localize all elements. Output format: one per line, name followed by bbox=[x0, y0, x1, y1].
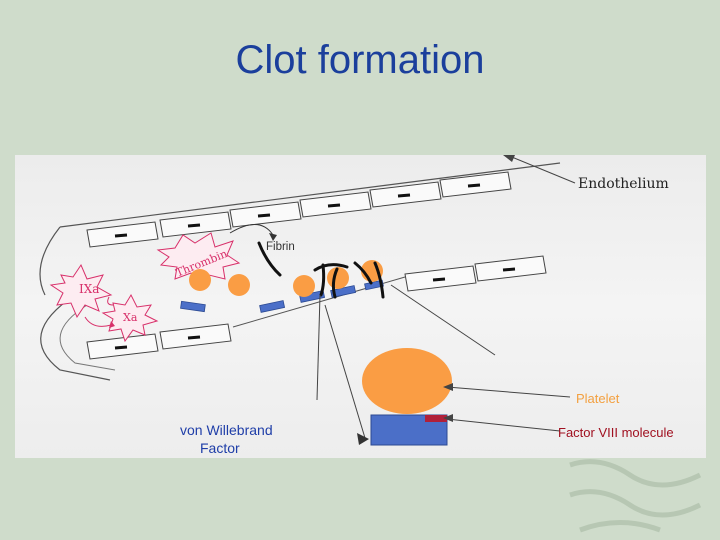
factor8-block bbox=[425, 415, 447, 422]
endothelium-pointer-line bbox=[506, 154, 576, 184]
thrombin-burst bbox=[156, 232, 241, 288]
vwf-bars-vessel bbox=[180, 279, 384, 313]
vessel-upper-curve bbox=[39, 226, 61, 296]
ixa-burst bbox=[49, 263, 113, 319]
vessel-illustration: Thrombin IXa Xa bbox=[39, 154, 576, 446]
background-ornament bbox=[569, 459, 702, 533]
ixa-label: IXa bbox=[79, 282, 99, 296]
vwf-label-line2: Factor bbox=[200, 440, 240, 456]
vwf-label: von Willebrand Factor bbox=[180, 421, 273, 457]
endothelial-nuclei-upper bbox=[114, 183, 481, 238]
factor8-label: Factor VIII molecule bbox=[558, 425, 674, 440]
endothelial-nuclei-lower bbox=[114, 267, 516, 350]
platelet-label: Platelet bbox=[576, 391, 620, 406]
xa-curve-arrow bbox=[107, 296, 114, 306]
fibrin-strands bbox=[257, 241, 385, 299]
fibrin-label: Fibrin bbox=[266, 241, 295, 253]
xa-burst bbox=[101, 293, 159, 343]
ixa-to-xa-arrow bbox=[84, 316, 112, 327]
endothelium-label: Endothelium bbox=[578, 176, 669, 192]
vwf-label-line1: von Willebrand bbox=[180, 422, 273, 438]
vessel-upper-wall-line bbox=[59, 162, 561, 228]
xa-label: Xa bbox=[123, 311, 138, 324]
endothelial-cells-upper bbox=[86, 171, 512, 248]
clot-diagram: Thrombin IXa Xa Endothelium Fibrin Plate… bbox=[15, 154, 706, 458]
vwf-pointer-arrowhead bbox=[357, 433, 369, 445]
fibrin-pointer bbox=[229, 224, 274, 236]
leader-lines bbox=[316, 284, 496, 439]
slide-title: Clot formation bbox=[235, 38, 485, 82]
platelet-large bbox=[362, 348, 452, 414]
